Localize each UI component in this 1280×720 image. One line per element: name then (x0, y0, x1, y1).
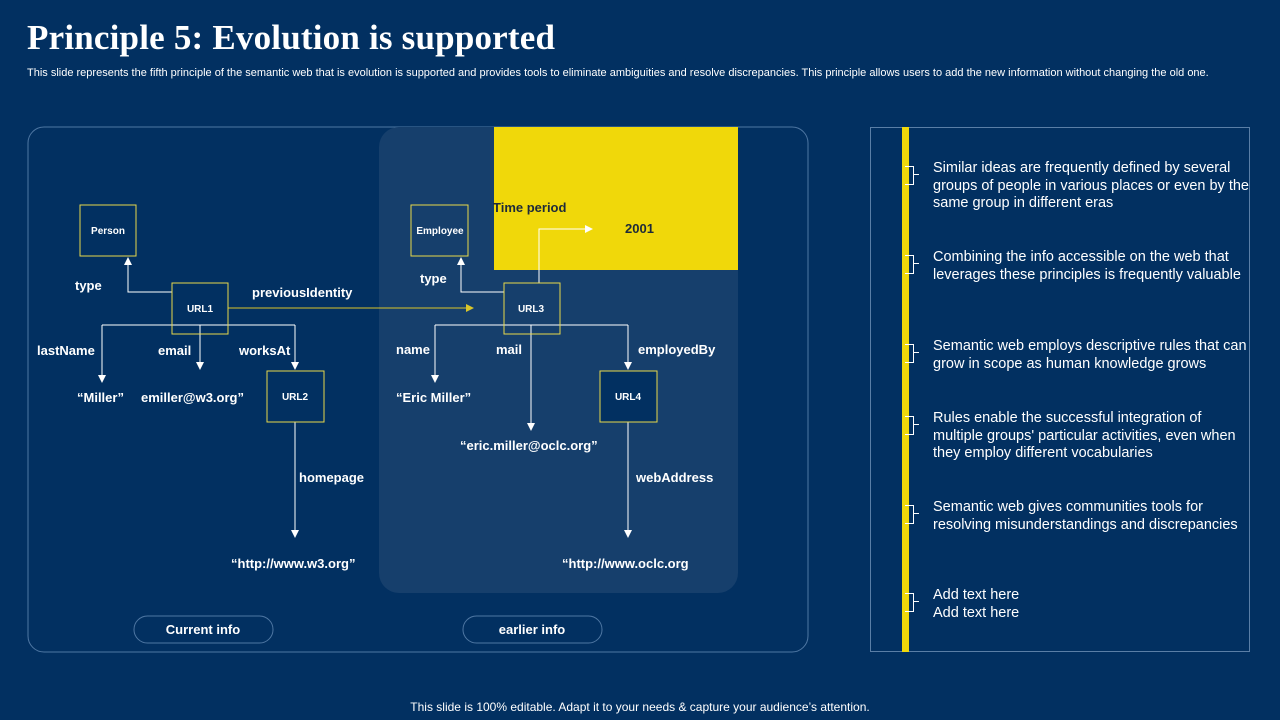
label-employedby: employedBy (638, 342, 716, 357)
label-name: name (396, 342, 430, 357)
point-5-text: Semantic web gives communities tools for… (933, 499, 1238, 533)
label-email: email (158, 343, 191, 358)
slide-subtitle: This slide represents the fifth principl… (27, 67, 1209, 79)
point-6-text: Add text here Add text here (933, 587, 1020, 621)
label-worksat: worksAt (238, 343, 291, 358)
bullet-tick (913, 513, 919, 514)
literal-oclc-url: “http://www.oclc.org (562, 556, 689, 571)
node-url2 (266, 370, 325, 423)
edge-type-left (124, 257, 172, 293)
node-url3-label: URL3 (518, 304, 545, 315)
earlier-info-label: earlier info (499, 622, 566, 637)
label-time-period: Time period (493, 200, 567, 215)
bullet-tick (913, 352, 919, 353)
literal-emiller: emiller@w3.org” (141, 390, 244, 405)
node-url1 (171, 282, 229, 335)
node-url2-label: URL2 (282, 392, 309, 403)
bullet-tick (913, 424, 919, 425)
literal-miller: “Miller” (77, 390, 124, 405)
label-year: 2001 (625, 221, 654, 236)
principles-panel: Similar ideas are frequently defined by … (870, 127, 1250, 652)
slide-title: Principle 5: Evolution is supported (27, 18, 556, 57)
bullet-bracket-icon (905, 593, 914, 612)
current-info-pill (133, 615, 274, 644)
edge-type-right (457, 257, 504, 293)
edge-time-period (538, 225, 593, 283)
label-webaddress: webAddress (635, 470, 713, 485)
time-period-block (494, 127, 738, 270)
literal-eric-email: “eric.miller@oclc.org” (460, 438, 598, 453)
node-employee-label: Employee (416, 226, 464, 237)
node-url3 (503, 282, 561, 335)
node-person (79, 204, 137, 257)
node-url1-label: URL1 (187, 304, 214, 315)
node-url4 (599, 370, 658, 423)
label-lastname: lastName (37, 343, 95, 358)
node-employee (410, 204, 469, 257)
timeline-bar (902, 127, 909, 652)
literal-eric-miller: “Eric Miller” (396, 390, 471, 405)
bullet-bracket-icon (905, 344, 914, 363)
node-person-label: Person (91, 226, 125, 237)
bullet-bracket-icon (905, 505, 914, 524)
label-previous-identity: previousIdentity (252, 285, 353, 300)
earlier-info-pill (462, 615, 603, 644)
semantic-web-diagram: Person URL1 URL2 Employee URL3 URL4 type… (27, 126, 809, 653)
bullet-bracket-icon (905, 255, 914, 274)
current-info-label: Current info (166, 622, 240, 637)
bullet-tick (913, 174, 919, 175)
label-type-right: type (420, 271, 447, 286)
point-2-text: Combining the info accessible on the web… (933, 249, 1241, 283)
bullet-tick (913, 263, 919, 264)
point-4-text: Rules enable the successful integration … (933, 410, 1236, 461)
node-url4-label: URL4 (615, 392, 642, 403)
bullet-tick (913, 601, 919, 602)
bullet-bracket-icon (905, 416, 914, 435)
label-homepage: homepage (299, 470, 364, 485)
point-1-text: Similar ideas are frequently defined by … (933, 160, 1249, 211)
label-mail: mail (496, 342, 522, 357)
label-type-left: type (75, 278, 102, 293)
bullet-bracket-icon (905, 166, 914, 185)
footer-note: This slide is 100% editable. Adapt it to… (410, 700, 870, 714)
literal-w3-url: “http://www.w3.org” (231, 556, 355, 571)
point-3-text: Semantic web employs descriptive rules t… (933, 338, 1247, 372)
